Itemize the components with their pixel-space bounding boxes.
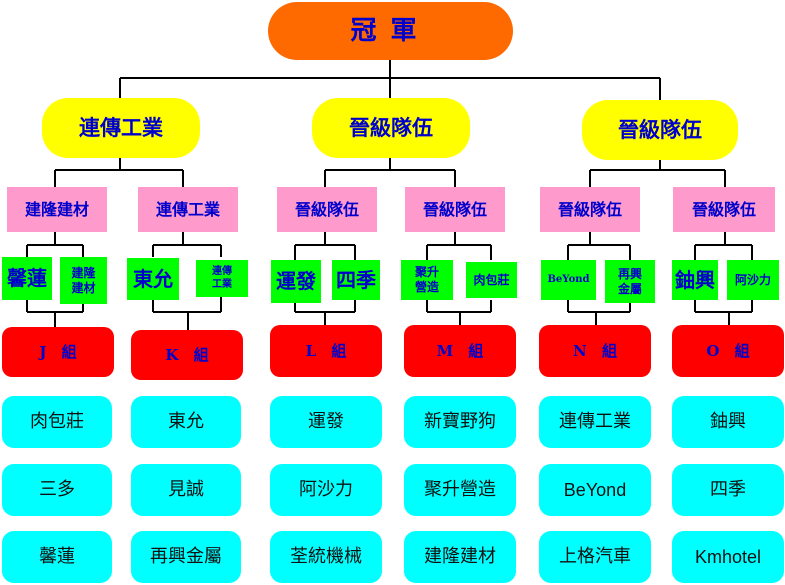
- match-team-node: 建隆 建材: [60, 257, 107, 304]
- match-team-node: 東允: [127, 258, 179, 300]
- group-header: M 組: [404, 325, 516, 377]
- group-team-cell: Kmhotel: [672, 531, 784, 583]
- group-team-cell: 連傳工業: [539, 396, 651, 448]
- group-team-cell: 三多: [2, 464, 112, 516]
- group-team-cell: 再興金屬: [131, 531, 241, 583]
- match-team-node: 鈾興: [672, 260, 718, 300]
- semifinal-node: 建隆建材: [7, 187, 107, 232]
- group-team-cell: 荃統機械: [270, 531, 382, 583]
- semifinal-node: 晉級隊伍: [277, 187, 377, 232]
- group-team-cell: 運發: [270, 396, 382, 448]
- finalist-middle-node: 晉級隊伍: [312, 98, 470, 158]
- match-team-node: 四季: [332, 260, 380, 300]
- group-header: L 組: [270, 325, 382, 377]
- group-team-cell: 四季: [672, 464, 784, 516]
- group-header: J 組: [2, 327, 114, 377]
- match-team-node: 馨蓮: [2, 257, 52, 300]
- group-team-cell: 鈾興: [672, 396, 784, 448]
- champion-node: 冠軍: [268, 2, 513, 60]
- group-team-cell: 聚升營造: [404, 464, 516, 516]
- group-team-cell: 新寶野狗: [404, 396, 516, 448]
- match-team-node: 再興 金屬: [605, 260, 655, 303]
- finalist-left-node: 連傳工業: [42, 98, 200, 158]
- match-team-node: BeYond: [541, 260, 596, 300]
- match-team-node: 連傳 工業: [196, 260, 248, 297]
- group-team-cell: 馨蓮: [2, 531, 112, 583]
- match-team-node: 運發: [271, 260, 321, 303]
- group-team-cell: 見誠: [131, 464, 241, 516]
- semifinal-node: 連傳工業: [138, 187, 238, 232]
- semifinal-node: 晉級隊伍: [673, 187, 775, 232]
- group-team-cell: 東允: [131, 396, 241, 448]
- finalist-right-node: 晉級隊伍: [582, 100, 738, 160]
- group-header: N 組: [539, 325, 651, 377]
- match-team-node: 阿沙力: [727, 260, 779, 300]
- group-team-cell: 建隆建材: [404, 531, 516, 583]
- semifinal-node: 晉級隊伍: [405, 187, 505, 232]
- match-team-node: 聚升 營造: [401, 260, 453, 300]
- match-team-node: 肉包莊: [466, 262, 517, 298]
- group-team-cell: BeYond: [539, 464, 651, 516]
- group-team-cell: 上格汽車: [539, 531, 651, 583]
- group-header: O 組: [672, 325, 784, 377]
- group-header: K 組: [131, 330, 243, 380]
- semifinal-node: 晉級隊伍: [540, 187, 640, 232]
- group-team-cell: 阿沙力: [270, 464, 382, 516]
- group-team-cell: 肉包莊: [2, 396, 112, 448]
